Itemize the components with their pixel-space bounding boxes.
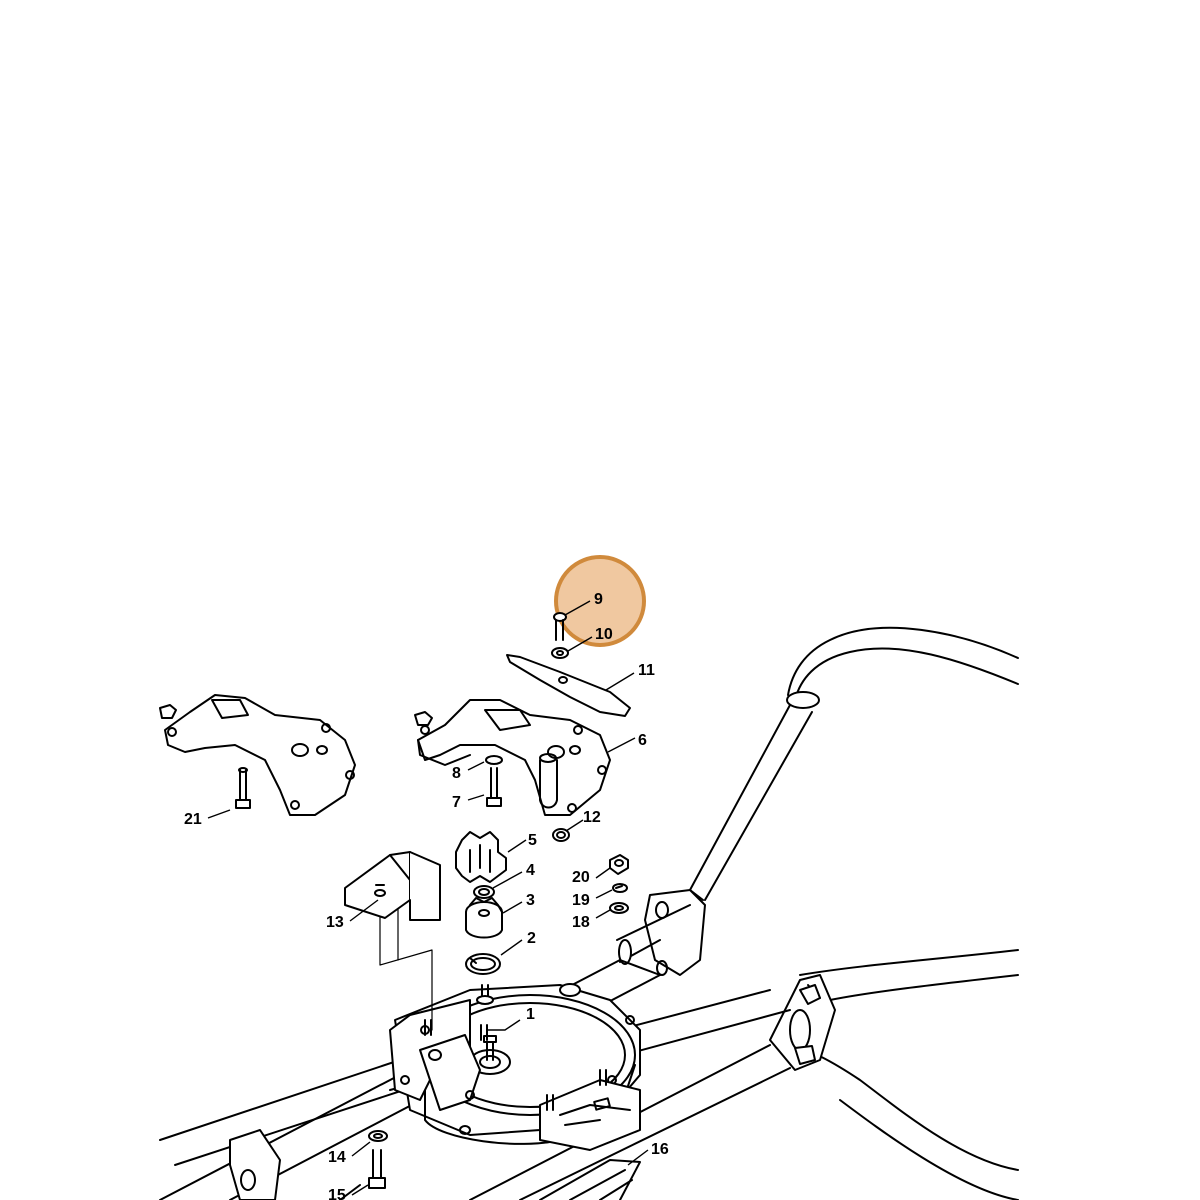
callout-2[interactable]: 2 [527,930,536,947]
part-19-lockwasher [613,884,627,892]
callout-13[interactable]: 13 [326,914,344,931]
callout-4[interactable]: 4 [526,862,535,879]
part-3-star-gear [466,898,502,938]
gearbox-housing [390,984,640,1150]
callout-18[interactable]: 18 [572,914,590,931]
handlebar-tube [617,628,1018,975]
part-9-screw [554,613,566,640]
callout-6[interactable]: 6 [638,732,647,749]
part-14-washer [369,1131,387,1141]
callout-7[interactable]: 7 [452,794,461,811]
part-21-left-housing [160,695,355,815]
lower-left-clamp [160,1060,410,1200]
part-12-nut [553,829,569,841]
highlight-circle-part-9[interactable] [554,555,646,647]
part-15-bolt [369,1150,385,1188]
part-18-washer [610,903,628,913]
part-20-nut [610,855,628,874]
callout-3[interactable]: 3 [526,892,535,909]
leader-lines [207,600,649,1196]
part-11-plate [507,655,630,716]
part-6-housing [415,700,610,815]
callout-21[interactable]: 21 [184,811,202,828]
part-1-stud [481,1025,487,1040]
callout-14[interactable]: 14 [328,1149,346,1166]
callout-20[interactable]: 20 [572,869,590,886]
part-5-coupling [456,832,506,882]
callout-15[interactable]: 15 [328,1187,346,1200]
callout-1[interactable]: 1 [526,1006,535,1023]
callout-9[interactable]: 9 [594,591,603,608]
callout-8[interactable]: 8 [452,765,461,782]
callout-10[interactable]: 10 [595,626,613,643]
callout-11[interactable]: 11 [638,662,655,679]
callout-labels: 9 10 11 6 8 7 21 12 5 4 3 20 19 18 13 2 … [184,591,669,1200]
part-8-washer [486,756,502,764]
callout-19[interactable]: 19 [572,892,590,909]
part-2-circlip [466,954,500,974]
part-10-washer [552,648,568,658]
part-13-bracket [345,852,440,920]
part-16-cover [540,1160,640,1200]
callout-12[interactable]: 12 [583,809,601,826]
callout-5[interactable]: 5 [528,832,537,849]
assembly-guide-lines [380,905,432,1030]
part-4-ring [474,886,494,898]
part-7-bolt [487,768,501,806]
callout-16[interactable]: 16 [651,1141,669,1158]
